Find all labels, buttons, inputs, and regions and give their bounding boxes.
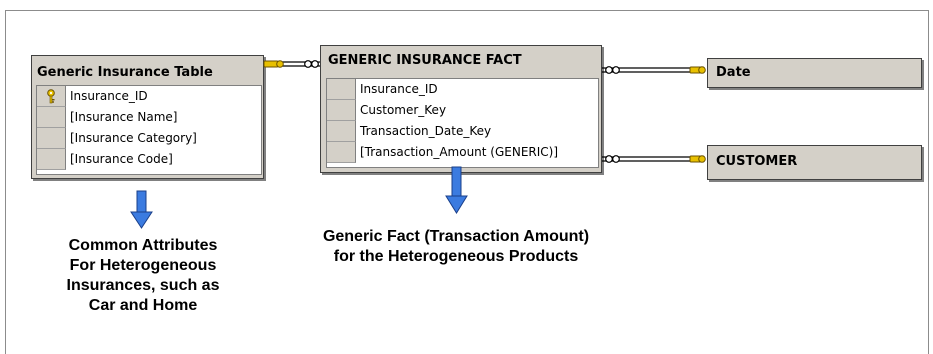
generic-insurance-table[interactable]: Generic Insurance Table Insurance_ID [In…: [31, 55, 264, 179]
column-name: [Insurance Category]: [70, 131, 197, 145]
row-selector[interactable]: [37, 107, 66, 128]
arrow-down-icon: [445, 166, 468, 214]
infinity-icon: [304, 60, 319, 68]
column-row[interactable]: Insurance_ID: [327, 79, 598, 100]
key-icon: [47, 89, 55, 104]
diagram-frame: [5, 10, 929, 354]
key-icon: [689, 155, 706, 163]
caption-line: Generic Fact (Transaction Amount): [322, 228, 590, 245]
generic-insurance-fact-table[interactable]: GENERIC INSURANCE FACT Insurance_ID Cust…: [320, 45, 602, 173]
column-name: [Insurance Name]: [70, 110, 178, 124]
column-name: Insurance_ID: [70, 89, 148, 103]
table-columns: Insurance_ID [Insurance Name] [Insurance…: [36, 85, 262, 175]
column-row[interactable]: Insurance_ID: [37, 86, 261, 107]
table-columns: Insurance_ID Customer_Key Transaction_Da…: [326, 78, 599, 168]
row-selector[interactable]: [327, 79, 356, 100]
column-name: Customer_Key: [360, 103, 447, 117]
column-name: [Insurance Code]: [70, 152, 173, 166]
infinity-icon: [605, 66, 620, 74]
key-icon: [263, 60, 284, 68]
date-table[interactable]: Date: [707, 58, 922, 88]
table-title: Date: [716, 65, 751, 80]
row-selector[interactable]: [327, 121, 356, 142]
column-row[interactable]: [Insurance Code]: [37, 149, 261, 170]
caption-line: Insurances, such as: [66, 277, 220, 294]
column-row[interactable]: [Insurance Name]: [37, 107, 261, 128]
caption-line: Common Attributes: [68, 237, 218, 254]
caption-line: Car and Home: [88, 297, 198, 314]
customer-table[interactable]: CUSTOMER: [707, 145, 922, 180]
infinity-icon: [605, 155, 620, 163]
arrow-down-icon: [130, 190, 153, 229]
relationship-fact-customer[interactable]: [602, 155, 706, 163]
row-selector[interactable]: [327, 100, 356, 121]
row-selector[interactable]: [37, 86, 66, 107]
column-name: Insurance_ID: [360, 82, 438, 96]
caption-line: For Heterogeneous: [69, 257, 217, 274]
table-title: Generic Insurance Table: [37, 65, 213, 80]
caption-line: for the Heterogeneous Products: [333, 248, 579, 265]
row-selector[interactable]: [37, 149, 66, 170]
relationship-fact-date[interactable]: [602, 66, 706, 74]
column-row[interactable]: [Insurance Category]: [37, 128, 261, 149]
key-icon: [689, 66, 706, 74]
caption-generic-fact: Generic Fact (Transaction Amount) for th…: [320, 227, 592, 267]
column-name: Transaction_Date_Key: [360, 124, 492, 138]
table-title: CUSTOMER: [716, 154, 798, 169]
column-row[interactable]: Customer_Key: [327, 100, 598, 121]
caption-common-attributes: Common Attributes For Heterogeneous Insu…: [36, 236, 250, 316]
column-row[interactable]: Transaction_Date_Key: [327, 121, 598, 142]
column-name: [Transaction_Amount (GENERIC)]: [360, 145, 559, 159]
relationship-insurance-fact[interactable]: [263, 60, 320, 68]
table-title: GENERIC INSURANCE FACT: [328, 53, 522, 68]
column-row[interactable]: [Transaction_Amount (GENERIC)]: [327, 142, 598, 163]
row-selector[interactable]: [327, 142, 356, 163]
row-selector[interactable]: [37, 128, 66, 149]
